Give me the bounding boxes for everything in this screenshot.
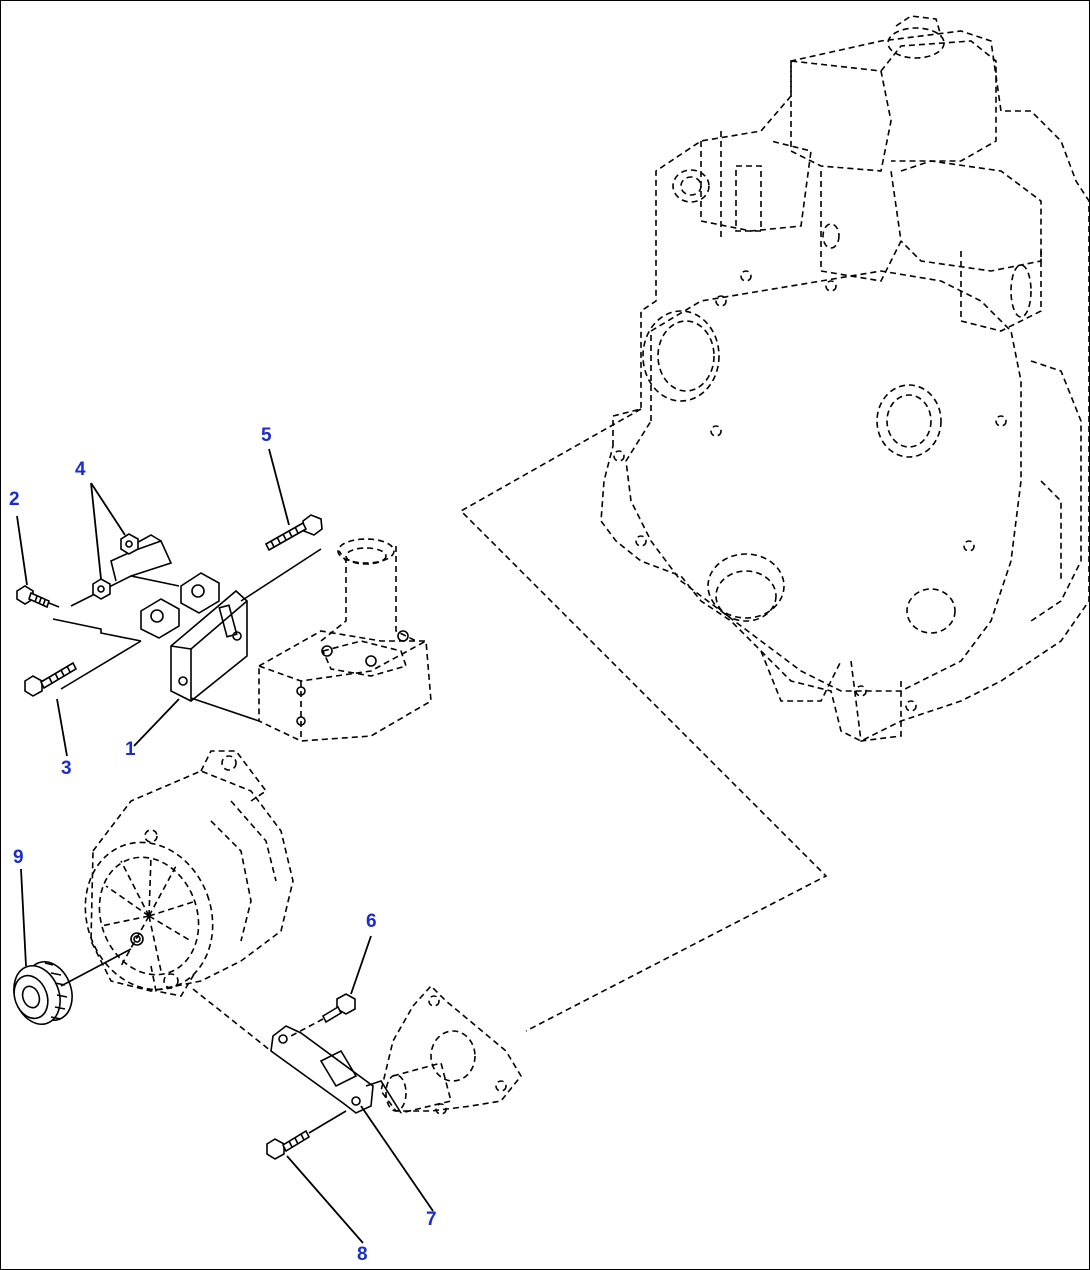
engine-block xyxy=(600,15,1089,742)
callout-5: 5 xyxy=(261,425,272,446)
bolt-part-6 xyxy=(321,993,356,1024)
bracket-part-1 xyxy=(140,572,248,702)
bolt-part-5 xyxy=(264,514,323,552)
bolt-part-3 xyxy=(24,661,78,697)
callout-3: 3 xyxy=(61,758,72,779)
link-part-7 xyxy=(270,1025,374,1114)
callout-7: 7 xyxy=(426,1209,437,1230)
washer-plate xyxy=(70,539,180,607)
callout-4: 4 xyxy=(75,459,86,480)
nut-part-4a xyxy=(120,533,139,555)
mounting-plate xyxy=(380,984,522,1115)
pulley-part-9 xyxy=(13,961,73,1025)
callout-labels: 1 2 3 4 5 6 7 8 9 xyxy=(9,425,437,1265)
bolt-part-8 xyxy=(266,1129,311,1160)
thermostat-housing xyxy=(258,538,432,742)
bolt-part-2 xyxy=(16,585,50,609)
callout-1: 1 xyxy=(125,739,136,760)
mount-line-upper xyxy=(459,408,828,1032)
alternator xyxy=(84,750,294,997)
callout-9: 9 xyxy=(13,847,24,868)
callout-2: 2 xyxy=(9,489,20,510)
callout-8: 8 xyxy=(357,1244,368,1265)
nut-part-4b xyxy=(92,578,111,600)
callout-6: 6 xyxy=(366,911,377,932)
